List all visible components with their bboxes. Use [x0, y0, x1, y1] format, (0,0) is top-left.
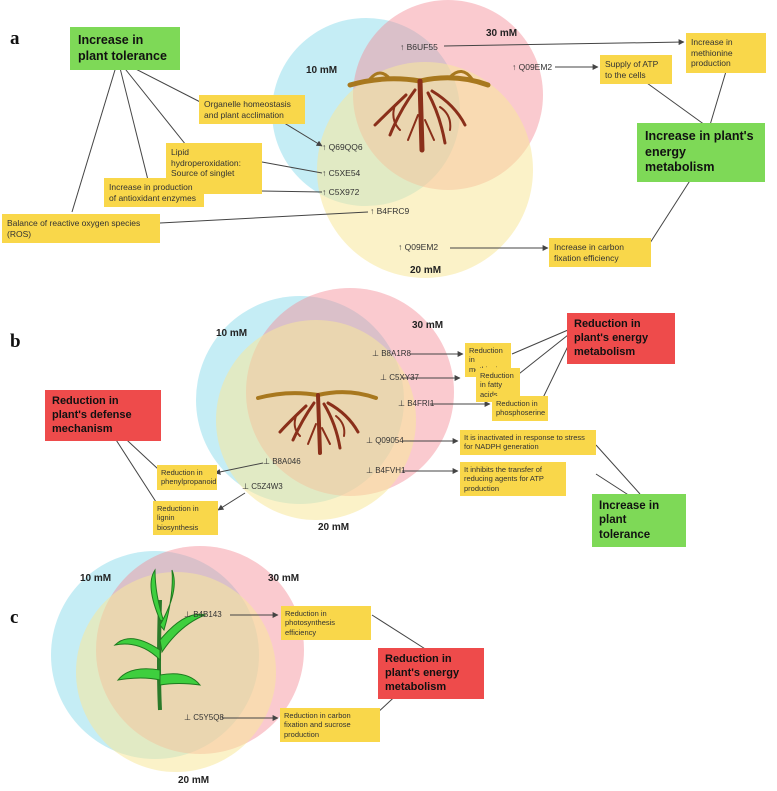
protein-label: ⊥ Q09054 [366, 436, 404, 445]
red-box-energy-c: Reduction in plant's energy metabolism [378, 648, 484, 700]
protein-label: ⊥ B4FRI1 [398, 399, 435, 408]
protein-label: ⊥ C5Z4W3 [242, 482, 283, 491]
yellow-box: Reduction in carbon fixation and sucrose… [280, 708, 380, 743]
circle-20mm-a [317, 62, 533, 278]
protein-label: ↑ B6UF55 [400, 42, 438, 52]
conc-20mm-a: 20 mM [410, 265, 442, 276]
plant-leaf-icon [113, 568, 207, 711]
conc-30mm-c: 30 mM [268, 573, 300, 584]
root-icon-b [256, 390, 378, 455]
yellow-box: Organelle homeostasis and plant acclimat… [199, 95, 305, 125]
yellow-box: Reduction in photosynthesis efficiency [281, 606, 371, 641]
conc-30mm-a: 30 mM [486, 28, 518, 39]
protein-label: ⊥ B4B143 [184, 610, 222, 619]
protein-label: ↑ B4FRC9 [370, 206, 410, 216]
protein-label: ↑ Q09EM2 [512, 62, 553, 72]
root-icon [347, 70, 491, 153]
red-box-energy-b: Reduction in plant's energy metabolism [567, 313, 675, 365]
protein-label: ⊥ B8A046 [263, 457, 301, 466]
conc-10mm-c: 10 mM [80, 573, 112, 584]
panel-letter-c: c [10, 607, 19, 628]
panel-letter-b: b [10, 331, 21, 352]
green-box-tolerance-a: Increase in plant tolerance [70, 27, 180, 71]
yellow-box: Balance of reactive oxygen species (ROS) [2, 214, 160, 244]
yellow-box: Supply of ATP to the cells [600, 55, 672, 85]
green-box-energy-a: Increase in plant's energy metabolism [637, 123, 765, 182]
panel-a-venn [272, 0, 543, 278]
conc-20mm-c: 20 mM [178, 775, 210, 786]
protein-label: ↑ C5XE54 [322, 168, 361, 178]
yellow-box: Reduction in phenylpropanoid [157, 465, 217, 490]
conc-10mm-b: 10 mM [216, 328, 248, 339]
green-box-tolerance-b: Increase in plant tolerance [592, 494, 686, 548]
protein-label: ⊥ C5XY37 [380, 373, 419, 382]
protein-label: ↑ Q09EM2 [398, 242, 439, 252]
panel-letter-a: a [10, 28, 20, 49]
conc-30mm-b: 30 mM [412, 320, 444, 331]
yellow-box: Increase in methionine production [686, 33, 766, 73]
protein-label: ⊥ B4FVH1 [366, 466, 406, 475]
panel-b-venn [196, 288, 454, 520]
yellow-box: Increase in production of antioxidant en… [104, 178, 204, 208]
protein-label: ↑ Q69QQ6 [322, 142, 363, 152]
yellow-box: Increase in carbon fixation efficiency [549, 238, 651, 268]
yellow-box: Reduction in lignin biosynthesis [153, 501, 218, 536]
circle-20mm-b [216, 320, 416, 520]
yellow-box: It inhibits the transfer of reducing age… [460, 462, 566, 497]
protein-label: ⊥ C5Y5Q8 [184, 713, 224, 722]
red-box-defense-b: Reduction in plant's defense mechanism [45, 390, 161, 442]
yellow-box: It is inactivated in response to stress … [460, 430, 596, 455]
circle-20mm-c [76, 572, 276, 772]
protein-label: ⊥ B8A1R8 [372, 349, 411, 358]
conc-20mm-b: 20 mM [318, 522, 350, 533]
protein-label: ↑ C5X972 [322, 187, 360, 197]
conc-10mm-a: 10 mM [306, 65, 338, 76]
yellow-box: Reduction in phosphoserine [492, 396, 548, 421]
